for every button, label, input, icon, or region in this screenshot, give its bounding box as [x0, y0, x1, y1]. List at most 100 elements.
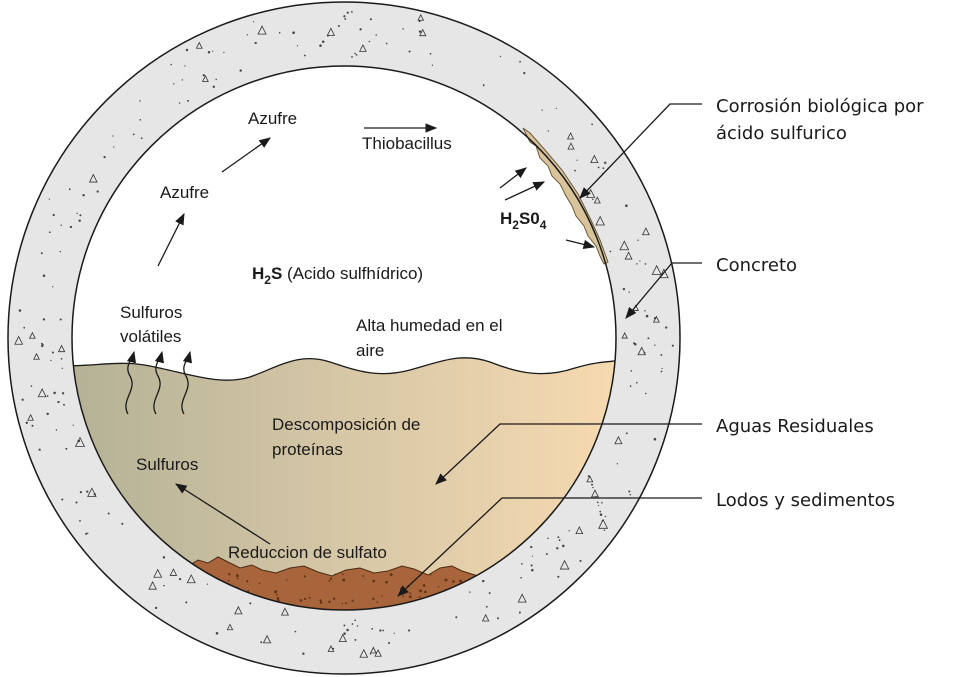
sludge-grain: [423, 584, 426, 587]
aggregate-speck: [73, 425, 74, 426]
aggregate-speck: [602, 167, 604, 169]
aggregate-speck: [304, 55, 306, 57]
aggregate-speck: [41, 343, 43, 345]
aggregate-speck: [569, 530, 570, 531]
aggregate-speck: [338, 25, 340, 27]
sludge-grain: [319, 599, 321, 601]
aggregate-speck: [394, 633, 395, 634]
aggregate-speck: [297, 45, 298, 46]
aggregate-speck: [455, 616, 457, 618]
aggregate-speck: [357, 625, 358, 626]
aggregate-speck: [163, 556, 165, 558]
sludge-grain: [228, 573, 230, 575]
aggregate-speck: [595, 496, 596, 497]
aggregate-speck: [604, 530, 606, 532]
aggregate-speck: [557, 576, 559, 578]
sludge-grain: [345, 602, 347, 604]
callout-lodos-sedimentos: Lodos y sedimentos: [716, 490, 895, 511]
sludge-grain: [237, 578, 239, 580]
aggregate-speck: [61, 358, 63, 360]
aggregate-speck: [654, 438, 657, 441]
aggregate-speck: [356, 54, 358, 56]
callout-concreto: Concreto: [716, 255, 797, 276]
label-thiobacillus: Thiobacillus: [362, 134, 452, 153]
aggregate-speck: [57, 401, 59, 403]
aggregate-speck: [46, 413, 48, 415]
aggregate-speck: [628, 490, 630, 492]
aggregate-speck: [215, 79, 216, 80]
aggregate-speck: [207, 583, 208, 584]
aggregate-speck: [112, 135, 113, 136]
aggregate-speck: [530, 546, 532, 548]
label-sulfuros: Sulfuros: [136, 455, 198, 474]
aggregate-speck: [636, 382, 638, 384]
aggregate-speck: [556, 108, 557, 109]
aggregate-speck: [432, 65, 433, 66]
aggregate-speck: [76, 213, 77, 214]
aggregate-speck: [60, 318, 62, 320]
aggregate-speck: [672, 345, 674, 347]
callout-corrosion-2: ácido sulfurico: [716, 123, 847, 144]
aggregate-speck: [240, 69, 242, 71]
aggregate-speck: [62, 368, 63, 369]
aggregate-speck: [591, 124, 593, 126]
aggregate-speck: [343, 624, 345, 626]
aggregate-speck: [139, 119, 141, 121]
label-reduccion-sulfato: Reduccion de sulfato: [228, 543, 387, 562]
aggregate-speck: [546, 553, 548, 555]
aggregate-speck: [319, 44, 322, 47]
aggregate-speck: [47, 395, 49, 397]
aggregate-speck: [49, 231, 51, 233]
aggregate-speck: [500, 56, 501, 57]
aggregate-speck: [31, 425, 33, 427]
aggregate-speck: [80, 491, 82, 493]
sludge-grain: [424, 591, 427, 594]
aggregate-speck: [519, 611, 521, 613]
aggregate-speck: [344, 18, 346, 20]
aggregate-speck: [591, 484, 593, 486]
aggregate-speck: [49, 198, 50, 199]
aggregate-speck: [388, 642, 390, 644]
sludge-grain: [445, 578, 448, 581]
aggregate-speck: [497, 617, 499, 619]
aggregate-speck: [43, 318, 45, 320]
aggregate-speck: [645, 263, 647, 265]
aggregate-speck: [519, 61, 521, 63]
aggregate-speck: [520, 577, 522, 579]
label-azufre-mid: Azufre: [160, 183, 209, 202]
aggregate-speck: [630, 385, 632, 387]
aggregate-speck: [419, 30, 421, 32]
aggregate-speck: [598, 167, 600, 169]
sludge-grain: [362, 575, 364, 577]
sludge-grain: [385, 581, 388, 584]
aggregate-speck: [359, 28, 361, 30]
sludge-grain: [390, 573, 393, 576]
sludge-grain: [381, 595, 383, 597]
aggregate-speck: [352, 623, 354, 625]
sludge-grain: [459, 580, 462, 583]
aggregate-speck: [354, 639, 356, 641]
aggregate-speck: [184, 65, 185, 66]
sludge-grain: [372, 598, 374, 600]
aggregate-speck: [351, 56, 353, 58]
sludge-grain: [309, 597, 311, 599]
aggregate-speck: [203, 74, 205, 76]
aggregate-speck: [63, 404, 65, 406]
aggregate-speck: [644, 352, 646, 354]
sludge-grain: [419, 596, 421, 598]
aggregate-speck: [50, 360, 51, 361]
aggregate-speck: [597, 502, 599, 504]
aggregate-speck: [601, 502, 603, 504]
aggregate-speck: [113, 146, 114, 147]
aggregate-speck: [70, 226, 72, 228]
sludge-grain: [410, 596, 412, 598]
aggregate-speck: [562, 545, 565, 548]
aggregate-speck: [354, 53, 356, 55]
aggregate-speck: [60, 251, 61, 252]
aggregate-speck: [370, 653, 371, 654]
aggregate-speck: [79, 520, 81, 522]
aggregate-speck: [187, 100, 189, 102]
aggregate-speck: [121, 523, 123, 525]
aggregate-speck: [489, 592, 491, 594]
